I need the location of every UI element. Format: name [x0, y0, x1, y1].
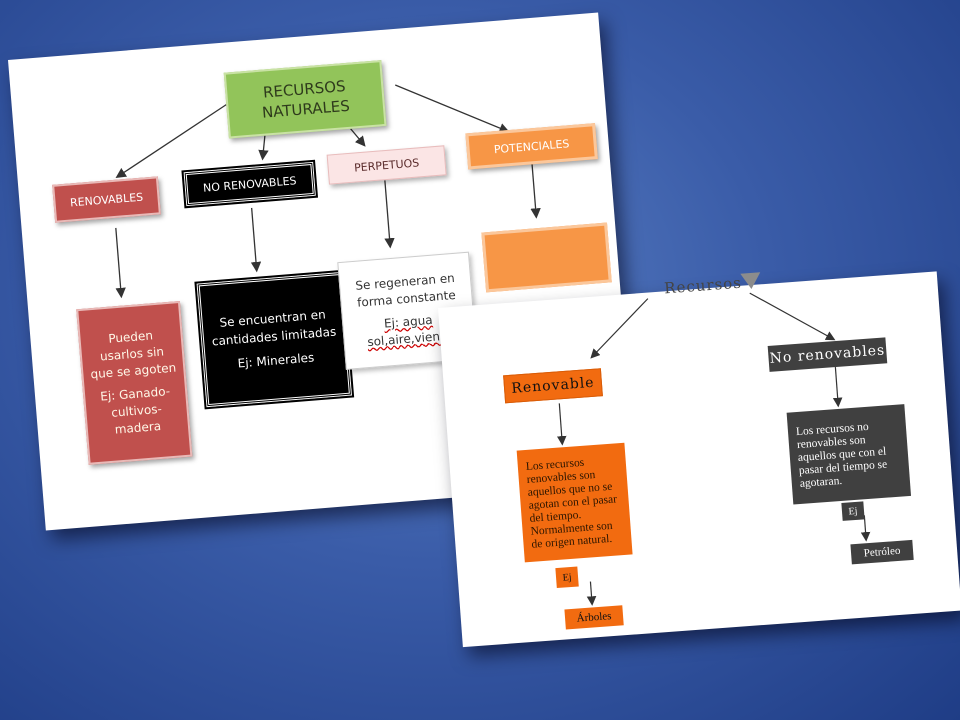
arrow-no-renovables-desc — [250, 207, 262, 273]
arrow-root-potenciales — [395, 84, 510, 134]
arrow-potenciales-desc — [530, 154, 541, 219]
ej-no-renovables-label: Ej — [848, 505, 858, 517]
desc-no-renovables-example: Ej: Minerales — [237, 350, 315, 371]
ej-renovable-label: Ej — [562, 571, 572, 584]
arrow-recursos-renovable — [590, 298, 649, 359]
arrow-ej-arboles — [586, 581, 597, 606]
corner-triangle-icon — [740, 272, 762, 290]
desc-renovables-text: Pueden usarlos sin que se agoten — [89, 328, 177, 382]
desc-renovables-example: Ej: Ganado-cultivos-madera — [99, 384, 171, 437]
node-perpetuos-label: PERPETUOS — [353, 155, 420, 175]
desc-renovable-text: Los recursos renovables son aquellos que… — [525, 456, 618, 551]
ej-renovable: Ej — [555, 566, 579, 589]
concept-map-card-2: Recursos Renovable No renovables Los rec… — [438, 271, 960, 648]
node-no-renovables-c2-label: No renovables — [769, 342, 886, 367]
node-potenciales-label: POTENCIALES — [493, 136, 570, 156]
node-renovable-label: Renovable — [510, 374, 596, 397]
arrow-no-renovables-desc — [832, 367, 843, 408]
arrow-ej-petroleo — [860, 515, 871, 542]
ej-no-renovables: Ej — [841, 501, 865, 521]
desc-no-renovables: Se encuentran en cantidades limitadas Ej… — [194, 269, 355, 410]
arrow-root-no-renovables — [258, 135, 269, 161]
card2-connectors — [556, 292, 871, 606]
arrow-root-perpetuos — [350, 128, 366, 147]
desc-potenciales — [481, 222, 612, 293]
example-arboles: Árboles — [564, 605, 624, 630]
example-arboles-label: Árboles — [576, 610, 612, 625]
desc-renovable: Los recursos renovables son aquellos que… — [516, 442, 633, 563]
example-petroleo-label: Petróleo — [863, 544, 901, 560]
root-node-recursos-naturales: RECURSOS NATURALES — [223, 60, 387, 139]
arrow-renovable-desc — [556, 403, 567, 446]
desc-renovables: Pueden usarlos sin que se agoten Ej: Gan… — [76, 300, 193, 465]
node-renovables-label: RENOVABLES — [69, 190, 144, 209]
node-no-renovables-label: NO RENOVABLES — [202, 173, 297, 195]
concept-map-card-1: RECURSOS NATURALES RENOVABLES NO RENOVAB… — [8, 12, 636, 531]
arrow-renovables-desc — [115, 227, 126, 299]
desc-no-renovables-c2: Los recursos no renovables son aquellos … — [786, 404, 912, 505]
desc-perpetuos-text: Se regeneran en forma constante — [354, 270, 457, 310]
arrow-perpetuos-desc — [384, 180, 395, 249]
arrow-root-renovables — [115, 104, 227, 179]
desc-no-renovables-text: Se encuentran en cantidades limitadas — [211, 307, 337, 349]
arrow-recursos-no-renovables — [749, 292, 836, 341]
desc-no-renovables-c2-text: Los recursos no renovables son aquellos … — [795, 420, 888, 490]
card1-connectors — [115, 84, 541, 299]
